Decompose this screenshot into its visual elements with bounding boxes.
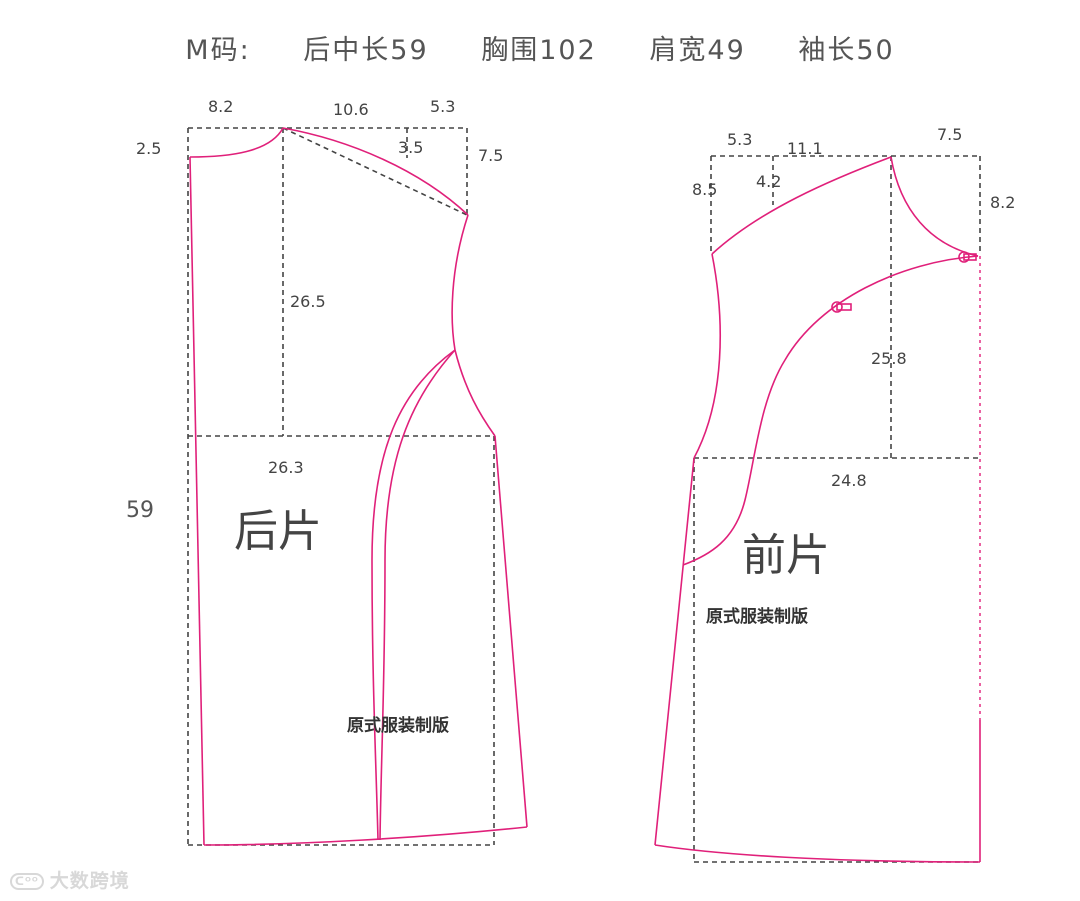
page-title: M码: 后中长59 胸围102 肩宽49 袖长50 (0, 28, 1080, 67)
back-dim-shoulder-width: 10.6 (333, 100, 369, 119)
front-dim-shoulder-drop: 8.5 (692, 180, 717, 199)
front-dim-neck-depth: 8.2 (990, 193, 1015, 212)
measurement-chest: 胸围102 (481, 35, 597, 66)
front-dim-neck-width: 7.5 (937, 125, 962, 144)
back-piece-label: 后片 (234, 506, 322, 557)
back-dim-shoulder-drop: 7.5 (478, 146, 503, 165)
back-construction-lines (187, 127, 495, 846)
front-dim-shoulder-extra: 5.3 (727, 130, 752, 149)
watermark: ᑕᴼᴼ 大数跨境 (10, 866, 130, 893)
watermark-logo-icon: ᑕᴼᴼ (10, 873, 44, 890)
back-dim-armhole-depth: 26.5 (290, 292, 326, 311)
back-dim-shoulder-drop-mid: 3.5 (398, 138, 423, 157)
back-dim-length: 59 (126, 498, 154, 523)
front-cut-lines (654, 156, 981, 863)
watermark-text: 大数跨境 (49, 870, 130, 892)
button-marker-1 (958, 251, 977, 263)
back-piece: 8.2 2.5 10.6 5.3 3.5 7.5 26.5 26.3 59 后片… (126, 97, 528, 846)
front-brand-label: 原式服装制版 (706, 606, 808, 627)
front-dim-shoulder-drop-mid: 4.2 (756, 172, 781, 191)
front-dim-shoulder-width: 11.1 (787, 139, 823, 158)
front-dim-chest-width: 24.8 (831, 471, 867, 490)
button-marker-2 (831, 301, 852, 313)
back-cut-lines (189, 127, 528, 846)
front-dim-armhole-depth: 25.8 (871, 349, 907, 368)
front-piece-label: 前片 (742, 530, 830, 581)
back-dim-neck-width: 8.2 (208, 97, 233, 116)
measurement-shoulder: 肩宽49 (649, 35, 746, 66)
measurement-sleeve: 袖长50 (798, 35, 895, 66)
back-dim-chest-width: 26.3 (268, 458, 304, 477)
back-dim-neck-depth: 2.5 (136, 139, 161, 158)
measurement-back-length: 后中长59 (303, 35, 429, 66)
size-label: M码: (185, 35, 251, 66)
back-dim-shoulder-extra: 5.3 (430, 97, 455, 116)
back-brand-label: 原式服装制版 (347, 715, 449, 736)
front-piece: 5.3 11.1 7.5 8.5 4.2 8.2 25.8 24.8 前片 原式… (654, 125, 1015, 863)
